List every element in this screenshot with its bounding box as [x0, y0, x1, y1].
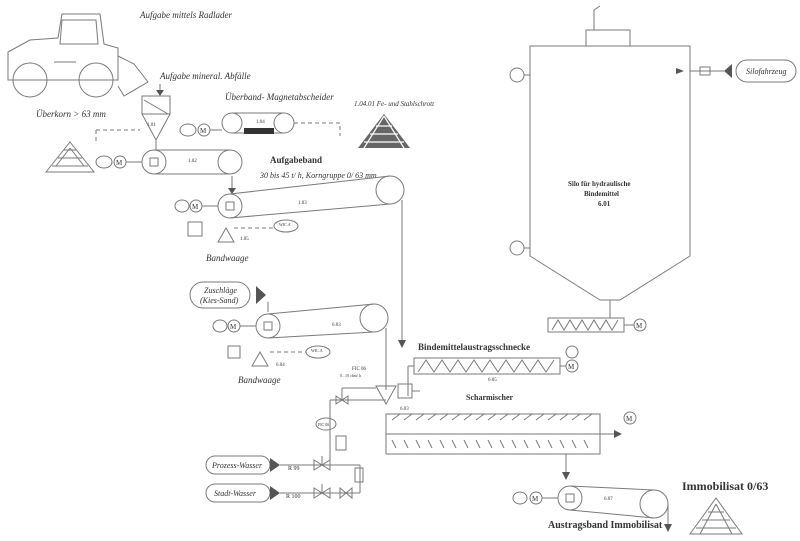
discharge-belt-label: Austragsband Immobilisat [548, 520, 663, 531]
stadt-water-source[interactable] [205, 483, 280, 503]
wheel-loader-icon [7, 13, 149, 98]
svg-text:M: M [192, 203, 199, 211]
feed-belt-tag: 1.02 [188, 159, 197, 164]
valve-icon [313, 456, 331, 471]
feed-belt-1-02 [141, 149, 243, 175]
svg-text:WIC.A: WIC.A [279, 222, 291, 227]
water-piping [280, 387, 386, 494]
scale2-box [227, 345, 241, 359]
silo-truck-source[interactable] [724, 59, 797, 83]
mixer-label: Scharmischer [466, 393, 514, 402]
feed-belt-label: Aufgabeband [270, 155, 322, 165]
scale-tag: 1.05 [240, 237, 249, 242]
magnet-tag: 1.04 [256, 120, 265, 125]
svg-text:M: M [568, 363, 575, 371]
motor-icon: M [174, 199, 218, 213]
plough-mixer [385, 413, 606, 455]
level-sensor-bottom [509, 240, 525, 256]
motor-icon: M [179, 123, 222, 137]
product-stockpile-icon [689, 497, 743, 535]
binder-screw-conveyor [413, 357, 561, 375]
valve-icon [335, 395, 349, 405]
motor-icon: M [624, 318, 647, 332]
process-water-source[interactable] [205, 455, 280, 475]
city-water-tag: R 100 [286, 494, 301, 500]
scrap-line [294, 122, 341, 136]
flow-controller-tag: FIC 06 [352, 367, 367, 372]
oversize-label: Überkorn > 63 mm [36, 109, 106, 119]
magnet-label: Überband- Magnetabscheider [225, 92, 334, 102]
svg-text:M: M [116, 159, 123, 167]
scale2-label: Bandwaage [238, 375, 281, 385]
feed-arrow-head [156, 90, 164, 96]
city-water-label: Stadt-Wasser [214, 489, 257, 498]
scale-triangle [217, 226, 235, 243]
svg-text:M: M [636, 322, 643, 330]
additives-source[interactable] [189, 281, 266, 309]
svg-text:M: M [626, 415, 633, 423]
motor-icon: M [512, 491, 558, 505]
mineral-feed-label: Aufgabe mineral. Abfälle [159, 71, 251, 81]
scale2-tag: 6.04 [276, 363, 285, 368]
discharge-belt [557, 485, 669, 519]
silo-truck-label: Silofahrzeug [746, 67, 786, 76]
svg-text:M: M [532, 495, 539, 503]
feed-hopper [141, 95, 171, 142]
process-water-label: Prozess-Wasser [211, 461, 263, 470]
additives-belt-tag: 6.03 [332, 323, 341, 328]
motor-icon: M [95, 155, 142, 169]
oversize-stockpile-icon [44, 141, 96, 173]
level-sensor-top [509, 67, 525, 83]
scrap-stockpile-icon [358, 114, 410, 149]
loader-label: Aufgabe mittels Radlader [139, 10, 232, 20]
mixer-inlet-hopper [375, 383, 420, 406]
motor-icon: M [560, 345, 579, 373]
wica-instrument [273, 219, 299, 233]
scrap-label: 1.04.01 Fe- und Stahlschrott [354, 100, 435, 108]
additives-belt [255, 303, 389, 339]
process-water-tag: R 99 [288, 466, 300, 472]
motor-icon: M [212, 319, 256, 333]
svg-text:FIC 06: FIC 06 [318, 422, 329, 427]
svg-text:WIC.A: WIC.A [311, 348, 323, 353]
flow-controller-range: 0...10 cbm/ h [340, 373, 361, 378]
scale-label: Bandwaage [206, 253, 249, 263]
binder-screw-tag: 6.05 [488, 378, 497, 383]
scale-box [187, 221, 203, 237]
valve-icon [339, 486, 353, 500]
binder-screw-label: Bindemittelaustragsschnecke [418, 342, 530, 352]
silo-id: 6.01 [598, 200, 611, 208]
svg-text:M: M [230, 323, 237, 331]
additives-label: Zuschläge [204, 286, 237, 295]
valve-icon [313, 484, 331, 499]
feed-belt-1-03 [217, 175, 405, 219]
mixer-inlet-tag: 6.03 [400, 407, 409, 412]
hopper-tag: 1.01 [147, 123, 156, 128]
belt-1-03-tag: 1.03 [298, 201, 307, 206]
silo-screw-conveyor [547, 317, 625, 333]
truck-valve [699, 66, 711, 76]
motor-icon: M [606, 411, 637, 438]
additives-sub-label: (Kies-Sand) [200, 296, 239, 305]
flow-meter-icon [315, 417, 337, 431]
scale2-triangle [251, 350, 269, 367]
feed-rate-label: 30 bis 45 t/ h, Korngruppe 0/ 63 mm [259, 171, 377, 180]
binder-silo [529, 5, 691, 301]
svg-text:M: M [200, 127, 207, 135]
silo-subtitle: Bindemittel [584, 190, 619, 198]
product-label: Immobilisat 0/63 [682, 479, 768, 493]
discharge-belt-tag: 6.07 [604, 497, 613, 502]
silo-title: Silo für hydraulische [568, 180, 631, 188]
